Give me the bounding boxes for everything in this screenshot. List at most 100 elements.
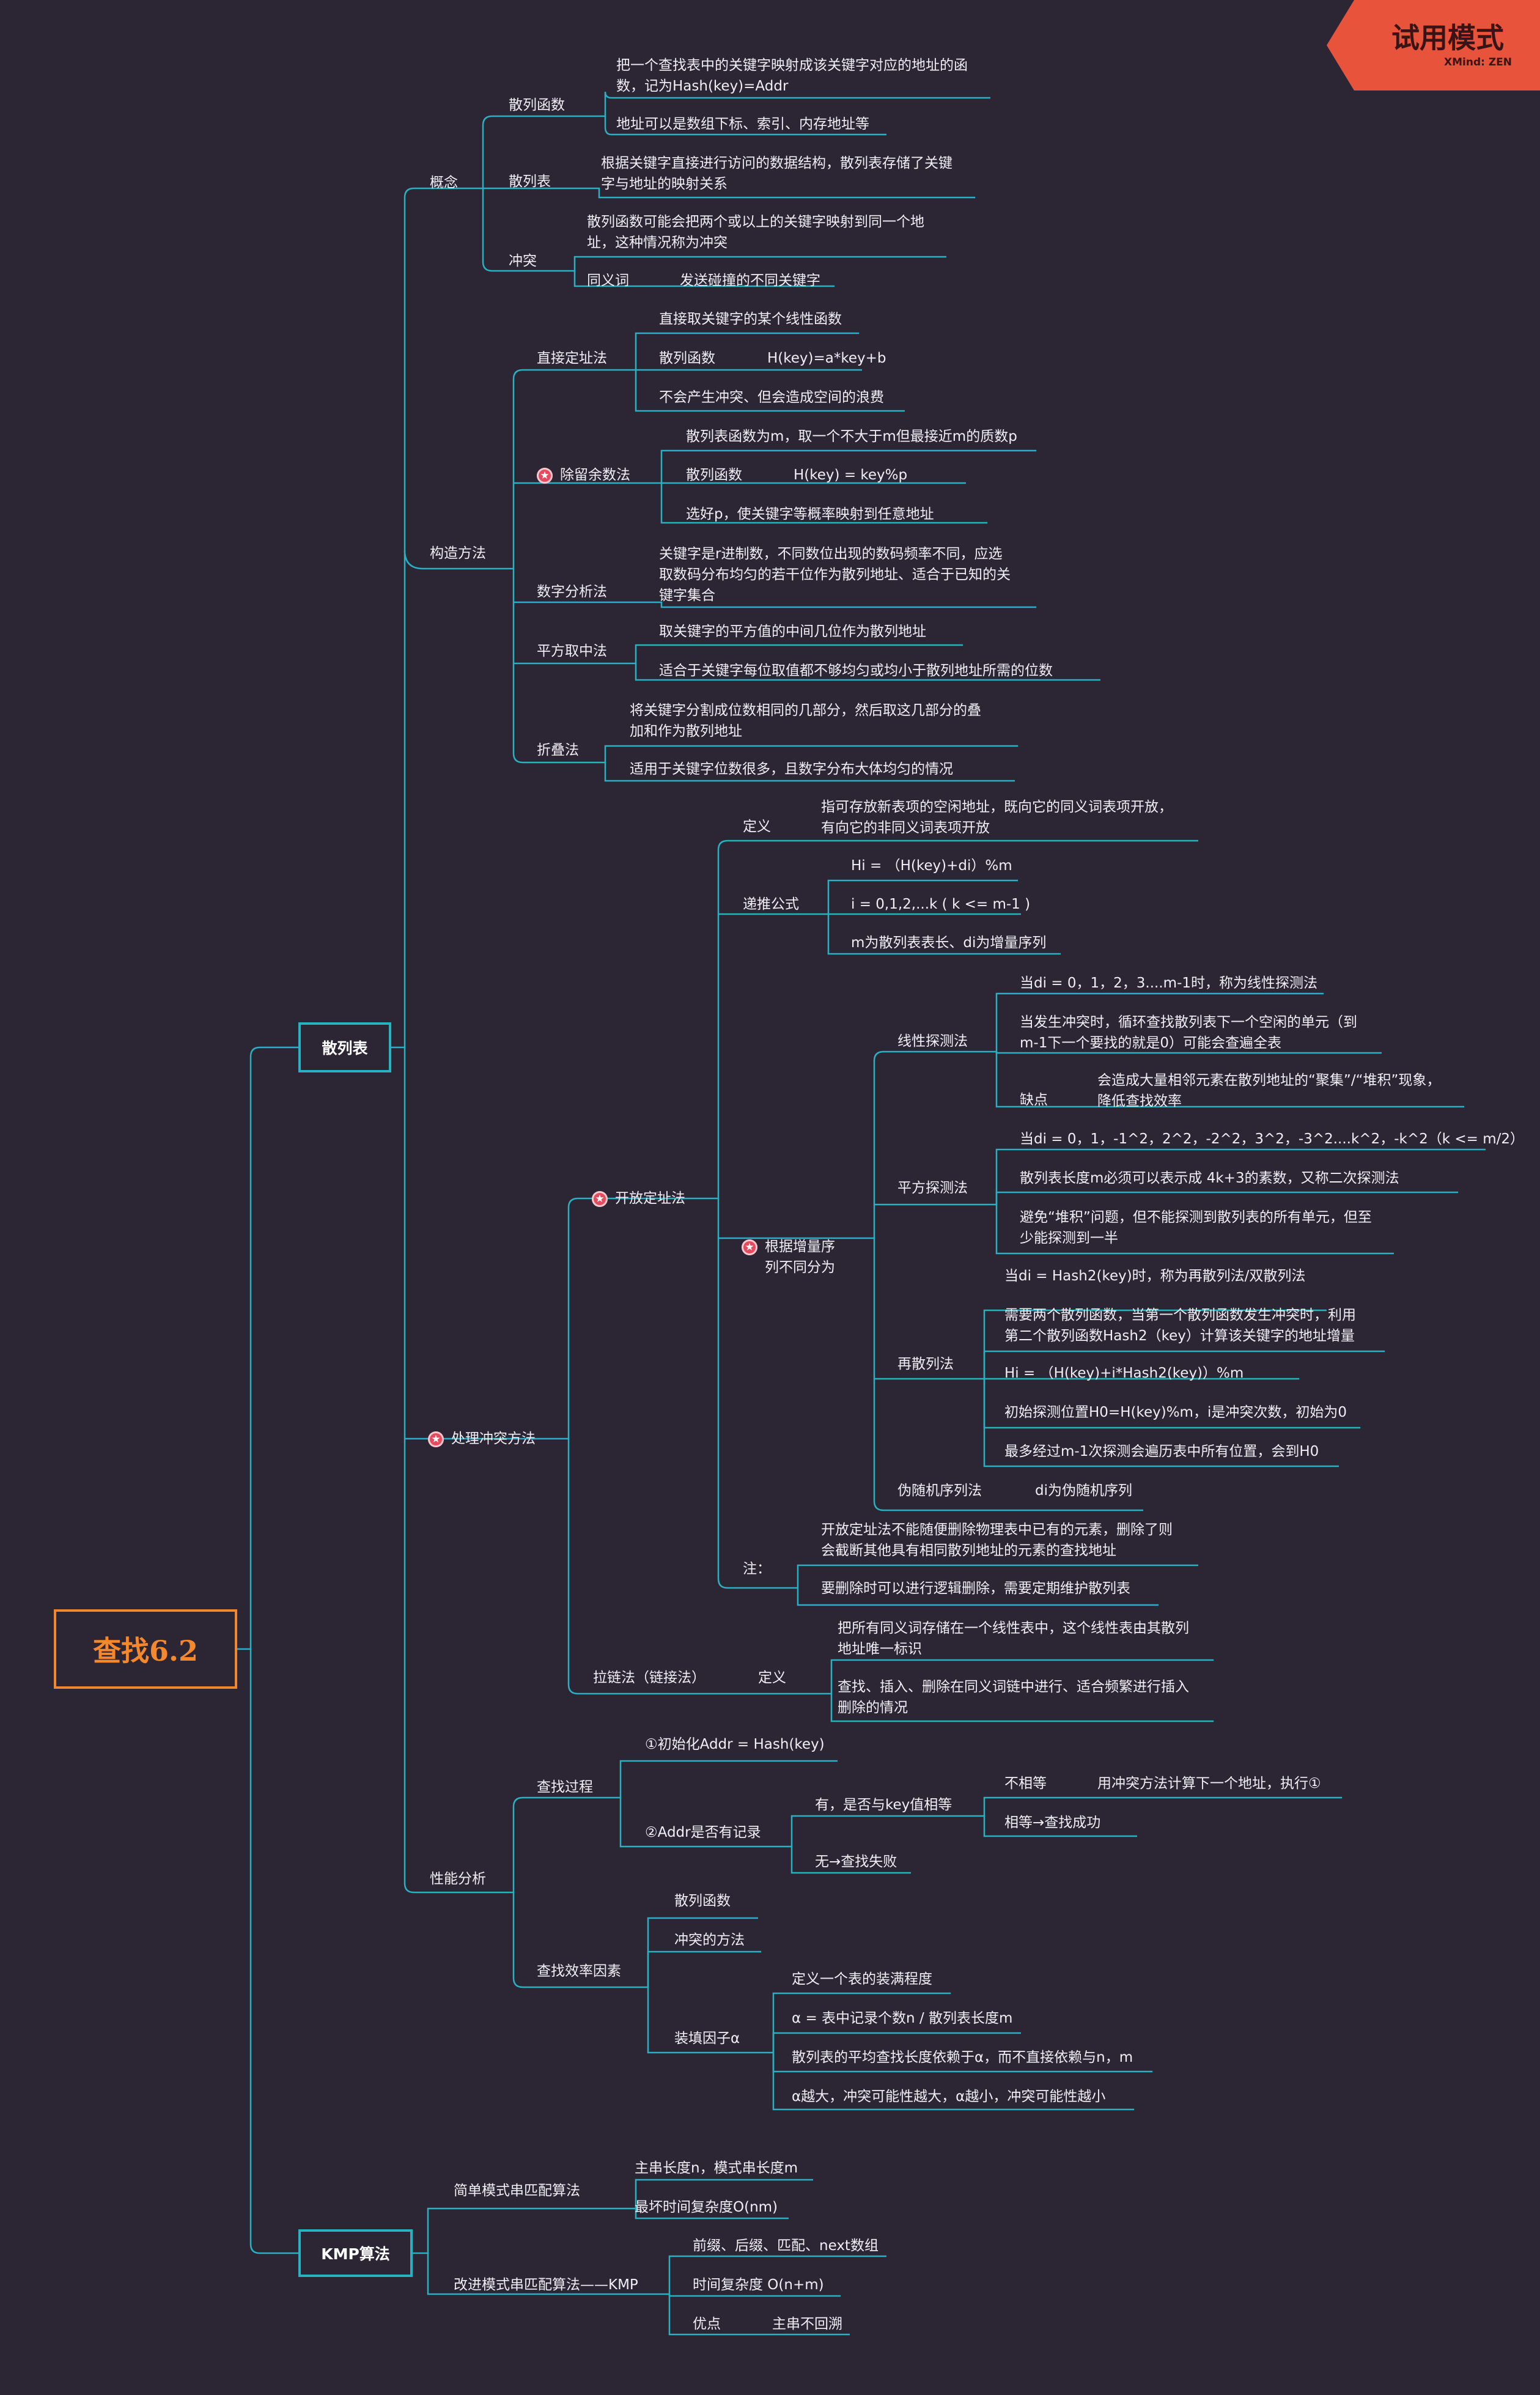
node-mod-1[interactable]: 散列表函数为m，取一个不大于m但最接近m的质数p: [686, 429, 1017, 445]
node-alpha-1[interactable]: 定义一个表的装满程度: [792, 1971, 932, 1987]
node-quad-2[interactable]: 散列表长度m必须可以表示成 4k+3的素数，又称二次探测法: [1020, 1170, 1399, 1186]
node-note-2[interactable]: 要删除时可以进行逻辑删除，需要定期维护散列表: [821, 1581, 1130, 1596]
node-kmp-improved[interactable]: 改进模式串匹配算法——KMP: [454, 2277, 638, 2293]
node-square-2[interactable]: 适合于关键字每位取值都不够均匀或均小于散列地址所需的位数: [659, 663, 1053, 679]
node-fold-1[interactable]: 将关键字分割成位数相同的几部分，然后取这几部分的叠 加和作为散列地址: [630, 703, 981, 739]
node-conflict-handling-label: 处理冲突方法: [451, 1431, 536, 1447]
node-conflict[interactable]: 冲突: [509, 253, 537, 269]
node-factor-3[interactable]: 装填因子α: [674, 2031, 740, 2046]
node-rehash-2[interactable]: 需要两个散列函数，当第一个散列函数发生冲突时，利用 第二个散列函数Hash2（k…: [1004, 1307, 1356, 1344]
node-kmp-imp-3[interactable]: 优点: [693, 2316, 721, 2332]
node-kmp-simple[interactable]: 简单模式串匹配算法: [454, 2183, 580, 2199]
node-digit[interactable]: 数字分析法: [537, 584, 607, 600]
node-recur-3[interactable]: m为散列表表长、di为增量序列: [851, 935, 1047, 951]
node-pseudo[interactable]: 伪随机序列法: [897, 1483, 982, 1499]
node-step1[interactable]: ①初始化Addr = Hash(key): [645, 1736, 825, 1752]
node-alpha-3[interactable]: 散列表的平均查找长度依赖于α，而不直接依赖与n，m: [792, 2050, 1133, 2065]
node-mod-label: 除留余数法: [560, 467, 630, 483]
node-square[interactable]: 平方取中法: [537, 643, 607, 659]
node-rehash-1[interactable]: 当di = Hash2(key)时，称为再散列法/双散列法: [1004, 1268, 1306, 1284]
node-mod-3[interactable]: 选好p，使关键字等概率映射到任意地址: [686, 506, 934, 522]
topic-kmp[interactable]: KMP算法: [298, 2229, 413, 2277]
node-recur-2[interactable]: i = 0,1,2,...k ( k <= m-1 ): [851, 896, 1031, 912]
node-hash-table-def[interactable]: 根据关键字直接进行访问的数据结构，散列表存储了关键 字与地址的映射关系: [601, 155, 952, 192]
node-linear[interactable]: 线性探测法: [897, 1033, 968, 1049]
node-mod-fn-val[interactable]: H(key) = key%p: [794, 467, 908, 483]
star-icon: ★: [742, 1239, 757, 1255]
node-pseudo-1[interactable]: di为伪随机序列: [1035, 1483, 1132, 1499]
node-concept[interactable]: 概念: [430, 175, 458, 191]
node-synonym-def[interactable]: 发送碰撞的不同关键字: [680, 273, 820, 289]
node-hash-function-def[interactable]: 把一个查找表中的关键字映射成该关键字对应的地址的函 数，记为Hash(key)=…: [616, 57, 968, 94]
node-hash-table-term[interactable]: 散列表: [509, 174, 551, 190]
node-no-record[interactable]: 无→查找失败: [815, 1854, 897, 1870]
node-kmp-imp-2[interactable]: 时间复杂度 O(n+m): [693, 2277, 824, 2293]
node-increment[interactable]: ★ 根据增量序 列不同分为: [742, 1236, 835, 1278]
node-mod[interactable]: ★ 除留余数法: [537, 465, 630, 485]
node-open-addressing-label: 开放定址法: [615, 1190, 685, 1206]
node-kmp-imp-1[interactable]: 前缀、后缀、匹配、next数组: [693, 2238, 879, 2254]
node-fold[interactable]: 折叠法: [537, 742, 579, 758]
node-linear-2[interactable]: 当发生冲突时，循环查找散列表下一个空闲的单元（到 m-1下一个要找的就是0）可能…: [1020, 1014, 1357, 1051]
node-alpha-4[interactable]: α越大，冲突可能性越大，α越小，冲突可能性越小: [792, 2089, 1106, 2105]
node-linear-3[interactable]: 缺点: [1020, 1092, 1048, 1108]
root-topic[interactable]: 查找6.2: [54, 1609, 237, 1689]
node-direct-fn-val[interactable]: H(key)=a*key+b: [767, 350, 886, 366]
node-factor-1[interactable]: 散列函数: [674, 1893, 731, 1909]
node-kmp-imp-3v[interactable]: 主串不回溯: [772, 2316, 842, 2332]
node-step2[interactable]: ②Addr是否有记录: [645, 1825, 761, 1840]
node-conflict-def[interactable]: 散列函数可能会把两个或以上的关键字映射到同一个地 址，这种情况称为冲突: [587, 214, 924, 251]
node-quad-1[interactable]: 当di = 0，1，-1^2，2^2，-2^2，3^2，-3^2....k^2，…: [1020, 1131, 1525, 1147]
node-rehash-4[interactable]: 初始探测位置H0=H(key)%m，i是冲突次数，初始为0: [1004, 1404, 1347, 1420]
node-quad[interactable]: 平方探测法: [897, 1180, 968, 1196]
node-not-equal-v[interactable]: 用冲突方法计算下一个地址，执行①: [1097, 1776, 1321, 1792]
node-construct[interactable]: 构造方法: [430, 545, 486, 561]
node-linear-1[interactable]: 当di = 0，1，2，3....m-1时，称为线性探测法: [1020, 975, 1317, 991]
node-open-def-text[interactable]: 指可存放新表项的空闲地址，既向它的同义词表项开放， 有向它的非同义词表项开放: [821, 799, 1173, 836]
node-direct-1[interactable]: 直接取关键字的某个线性函数: [659, 311, 842, 327]
node-hash-function[interactable]: 散列函数: [509, 97, 565, 113]
node-open-def[interactable]: 定义: [743, 819, 771, 835]
node-recur-1[interactable]: Hi = （H(key)+di）%m: [851, 858, 1012, 874]
node-note[interactable]: 注：: [743, 1561, 771, 1577]
node-recur[interactable]: 递推公式: [743, 896, 799, 912]
node-direct-fn[interactable]: 散列函数: [659, 350, 715, 366]
node-conflict-handling[interactable]: ★处理冲突方法: [428, 1428, 536, 1449]
star-icon: ★: [537, 467, 553, 484]
node-direct[interactable]: 直接定址法: [537, 350, 607, 366]
node-mod-fn[interactable]: 散列函数: [686, 467, 742, 483]
node-process[interactable]: 查找过程: [537, 1779, 593, 1795]
node-note-1[interactable]: 开放定址法不能随便删除物理表中已有的元素，删除了则 会截断其他具有相同散列地址的…: [821, 1522, 1173, 1559]
node-rehash-5[interactable]: 最多经过m-1次探测会遍历表中所有位置，会到H0: [1004, 1444, 1319, 1460]
node-increment-label: 根据增量序 列不同分为: [765, 1239, 835, 1275]
node-chain-2[interactable]: 查找、插入、删除在同义词链中进行、适合频繁进行插入 删除的情况: [838, 1679, 1189, 1716]
topic-hash-table[interactable]: 散列表: [298, 1022, 391, 1072]
node-perf[interactable]: 性能分析: [430, 1871, 486, 1887]
node-square-1[interactable]: 取关键字的平方值的中间几位作为散列地址: [659, 624, 926, 640]
node-has-record[interactable]: 有，是否与key值相等: [815, 1797, 952, 1813]
node-hash-function-addr[interactable]: 地址可以是数组下标、索引、内存地址等: [616, 116, 869, 132]
node-chain-1[interactable]: 把所有同义词存储在一个线性表中，这个线性表由其散列 地址唯一标识: [838, 1620, 1189, 1657]
node-rehash[interactable]: 再散列法: [897, 1356, 954, 1372]
node-kmp-simple-1[interactable]: 主串长度n，模式串长度m: [635, 2160, 798, 2176]
node-digit-1[interactable]: 关键字是r进制数，不同数位出现的数码频率不同，应选 取数码分布均匀的若干位作为散…: [659, 546, 1011, 603]
node-factor[interactable]: 查找效率因素: [537, 1963, 621, 1979]
node-chain-def[interactable]: 定义: [758, 1670, 786, 1686]
star-icon: ★: [592, 1190, 608, 1207]
trial-mode-subtitle: XMind: ZEN: [1444, 56, 1512, 68]
node-direct-3[interactable]: 不会产生冲突、但会造成空间的浪费: [659, 389, 884, 405]
node-fold-2[interactable]: 适用于关键字位数很多，且数字分布大体均匀的情况: [630, 761, 953, 777]
node-equal[interactable]: 相等→查找成功: [1004, 1815, 1101, 1831]
node-open-addressing[interactable]: ★ 开放定址法: [592, 1188, 685, 1209]
node-rehash-3[interactable]: Hi = （H(key)+i*Hash2(key)）%m: [1004, 1365, 1244, 1381]
node-factor-2[interactable]: 冲突的方法: [674, 1932, 745, 1948]
node-quad-3[interactable]: 避免“堆积”问题，但不能探测到散列表的所有单元，但至 少能探测到一半: [1020, 1209, 1372, 1246]
node-linear-3v[interactable]: 会造成大量相邻元素在散列地址的“聚集”/“堆积”现象， 降低查找效率: [1097, 1072, 1441, 1109]
node-chain[interactable]: 拉链法（链接法）: [593, 1670, 706, 1686]
node-kmp-simple-2[interactable]: 最坏时间复杂度O(nm): [635, 2199, 778, 2215]
node-synonym[interactable]: 同义词: [587, 273, 629, 289]
node-alpha-2[interactable]: α = 表中记录个数n / 散列表长度m: [792, 2010, 1013, 2026]
node-not-equal[interactable]: 不相等: [1004, 1776, 1047, 1792]
